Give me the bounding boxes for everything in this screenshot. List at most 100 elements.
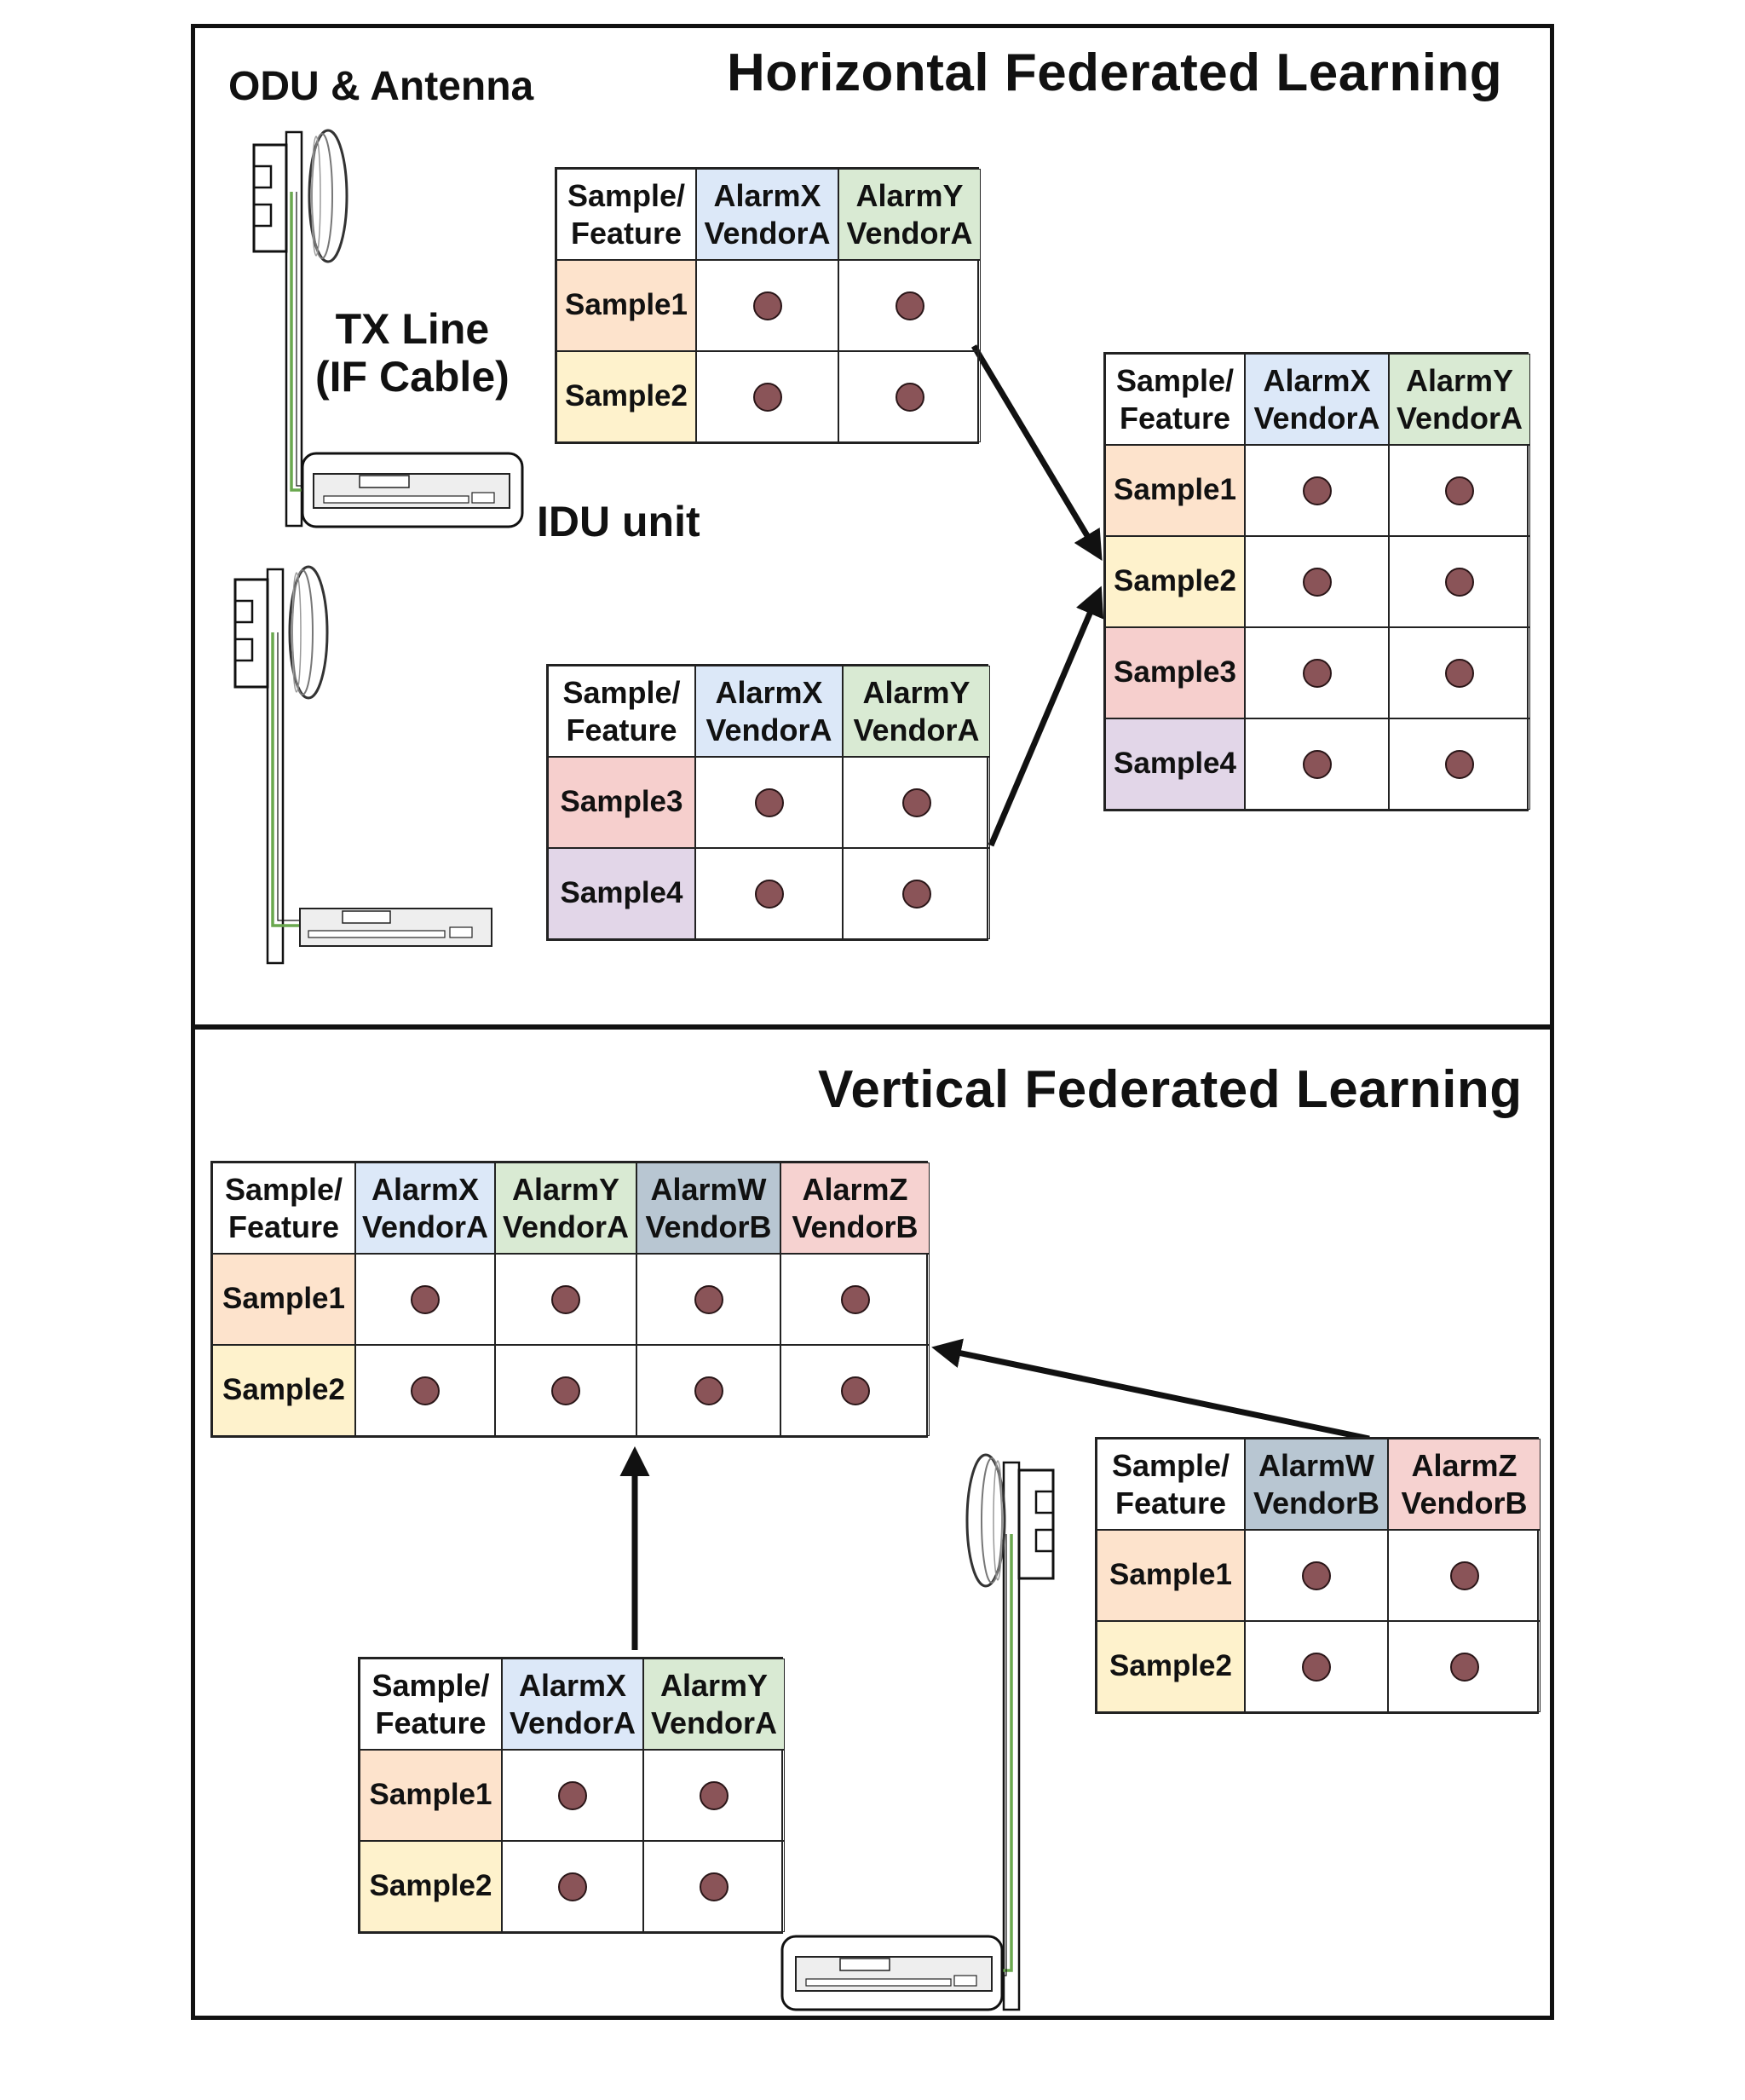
header-text-line: Sample/ — [1115, 362, 1235, 398]
table-row-sample-label: Sample1 — [1105, 445, 1245, 536]
table-data-cell — [1245, 445, 1389, 536]
table-data-cell — [636, 1345, 780, 1436]
tx-line-cable-icon — [271, 632, 300, 927]
data-point-dot — [1302, 1561, 1331, 1590]
data-point-dot — [1445, 658, 1474, 688]
horizontal-fl-title: Horizontal Federated Learning — [727, 43, 1503, 102]
table-data-cell — [843, 848, 990, 939]
table-corner-header: Sample/Feature — [1105, 354, 1245, 445]
table-data-cell — [1388, 1530, 1541, 1621]
header-text-line: VendorA — [502, 1209, 630, 1244]
data-point-dot — [558, 1872, 587, 1901]
table-data-cell — [643, 1841, 785, 1932]
table-data-cell — [495, 1254, 636, 1345]
header-text-line: Feature — [227, 1209, 340, 1244]
table-data-cell — [643, 1750, 785, 1841]
table-data-cell — [1389, 627, 1530, 718]
data-point-dot — [752, 291, 782, 320]
header-text-line: Sample/ — [562, 674, 681, 710]
table-row-sample-label: Sample2 — [1097, 1621, 1245, 1712]
table-corner-header: Sample/Feature — [1097, 1439, 1245, 1530]
header-text-line: AlarmX — [715, 674, 823, 710]
header-text-line: Feature — [1119, 400, 1231, 436]
data-point-dot — [754, 788, 784, 817]
data-point-dot — [1302, 749, 1332, 779]
tx-line-label-line1: TX Line — [335, 305, 490, 353]
data-point-dot — [901, 879, 931, 909]
table-data-cell — [502, 1841, 643, 1932]
header-text-line: VendorA — [650, 1705, 778, 1740]
header-text-line: Feature — [375, 1705, 487, 1740]
table-data-cell — [1245, 718, 1389, 810]
table-data-cell — [495, 1345, 636, 1436]
table-row-sample-label: Sample4 — [548, 848, 695, 939]
header-text-line: AlarmY — [511, 1171, 620, 1207]
vertical-fl-panel — [191, 1024, 1554, 2020]
data-point-dot — [840, 1376, 870, 1405]
table-data-cell — [696, 351, 838, 442]
data-point-dot — [840, 1284, 870, 1314]
data-point-dot — [1445, 567, 1474, 597]
table-row-sample-label: Sample2 — [360, 1841, 502, 1932]
table-data-cell — [1245, 1530, 1388, 1621]
odu-antenna-label: ODU & Antenna — [228, 64, 534, 109]
table-data-cell — [843, 757, 990, 848]
header-text-line: VendorB — [792, 1209, 919, 1244]
data-point-dot — [551, 1284, 580, 1314]
header-text-line: AlarmX — [713, 177, 821, 213]
header-text-line: Sample/ — [567, 177, 686, 213]
table-row-sample-label: Sample1 — [360, 1750, 502, 1841]
header-text-line: VendorB — [645, 1209, 772, 1244]
header-text-line: VendorA — [853, 712, 980, 747]
table-data-cell — [1245, 1621, 1388, 1712]
data-point-dot — [694, 1376, 723, 1405]
header-text-line: VendorA — [1253, 400, 1380, 436]
data-point-dot — [752, 382, 782, 412]
header-text-line: Sample/ — [224, 1171, 343, 1207]
table-row-sample-label: Sample2 — [1105, 536, 1245, 627]
header-text-line: AlarmX — [518, 1667, 627, 1703]
table-data-cell — [1389, 536, 1530, 627]
data-point-dot — [700, 1780, 729, 1810]
idu-unit-icon — [299, 908, 492, 947]
table-corner-header: Sample/Feature — [548, 666, 695, 757]
table-data-cell — [695, 848, 843, 939]
header-text-line: VendorB — [1401, 1485, 1528, 1520]
vertical-fl-title: Vertical Federated Learning — [818, 1060, 1523, 1119]
data-point-dot — [1449, 1652, 1479, 1682]
table-corner-header: Sample/Feature — [212, 1162, 355, 1254]
arrow-vendorb-to-combined — [931, 1338, 1370, 1442]
table-data-cell — [838, 351, 981, 442]
header-text-line: AlarmY — [659, 1667, 769, 1703]
data-point-dot — [551, 1376, 580, 1405]
header-text-line: Feature — [566, 712, 677, 747]
header-text-line: VendorB — [1253, 1485, 1380, 1520]
data-point-dot — [1302, 1652, 1331, 1682]
data-point-dot — [895, 291, 924, 320]
data-point-dot — [694, 1284, 723, 1314]
arrow-h2-to-aggregate — [988, 586, 1104, 847]
header-text-line: Sample/ — [371, 1667, 490, 1703]
data-point-dot — [1445, 749, 1474, 779]
table-data-cell — [695, 757, 843, 848]
odu-antenna-icon — [233, 565, 329, 965]
data-point-dot — [1445, 476, 1474, 505]
header-text-line: VendorA — [705, 712, 832, 747]
table-row-sample-label: Sample2 — [556, 351, 696, 442]
data-point-dot — [754, 879, 784, 909]
header-text-line: AlarmW — [1258, 1447, 1375, 1483]
data-point-dot — [411, 1376, 440, 1405]
data-point-dot — [895, 382, 924, 412]
header-text-line: AlarmY — [862, 674, 970, 710]
